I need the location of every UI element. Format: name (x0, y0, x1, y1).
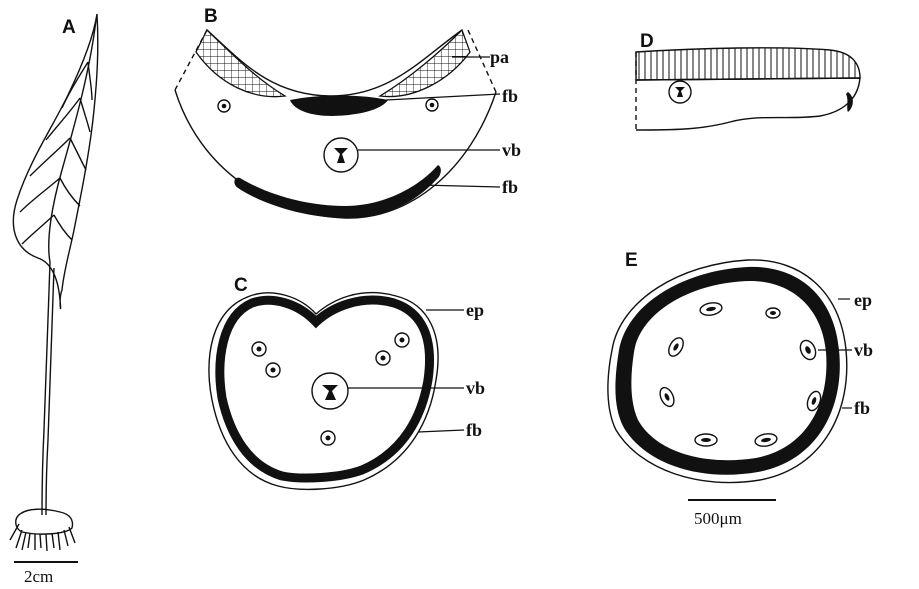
panel-letter-e: E (625, 250, 638, 271)
panel-b: B pa fb vb (175, 6, 521, 218)
panel-d: D (636, 31, 860, 130)
label-fb-c: fb (466, 420, 482, 440)
scale-label-section: 500μm (694, 509, 742, 528)
leaf-veins (20, 62, 92, 244)
panel-e: E ep vb fb (608, 250, 873, 528)
panel-c: C ep vb fb (209, 275, 485, 489)
palisade-d (636, 48, 860, 80)
fibre-ring-c (220, 300, 430, 478)
label-fb-e: fb (854, 398, 870, 418)
scale-label-plant: 2cm (24, 567, 53, 586)
label-fb-b-top: fb (502, 86, 518, 106)
roots (10, 524, 75, 551)
panel-letter-b: B (204, 6, 218, 27)
epidermis-c (209, 293, 438, 490)
vascular-bundle-ring-e (657, 301, 823, 448)
vascular-bundle-d (669, 81, 691, 103)
label-ep-e: ep (854, 290, 872, 310)
palisade-left (196, 30, 285, 97)
panel-a: A 2cm (10, 14, 98, 586)
label-ep-c: ep (466, 300, 484, 320)
vascular-bundle-central-c (312, 373, 348, 409)
leaf-blade (13, 14, 97, 309)
fibre-ring-e (615, 267, 839, 475)
fibre-band-top-b (290, 96, 388, 117)
label-pa: pa (490, 47, 509, 67)
vascular-bundle-central-b (324, 138, 358, 172)
fibre-margin-d (846, 92, 853, 112)
label-vb-b: vb (502, 140, 521, 160)
label-vb-c: vb (466, 378, 485, 398)
panel-letter-a: A (62, 17, 76, 38)
palisade-right (380, 30, 470, 97)
label-vb-e: vb (854, 340, 873, 360)
panel-letter-c: C (234, 275, 248, 296)
panel-letter-d: D (640, 31, 654, 52)
label-fb-b-bottom: fb (502, 177, 518, 197)
fibre-band-bottom-b (234, 165, 441, 218)
leaf-midrib (49, 20, 96, 262)
